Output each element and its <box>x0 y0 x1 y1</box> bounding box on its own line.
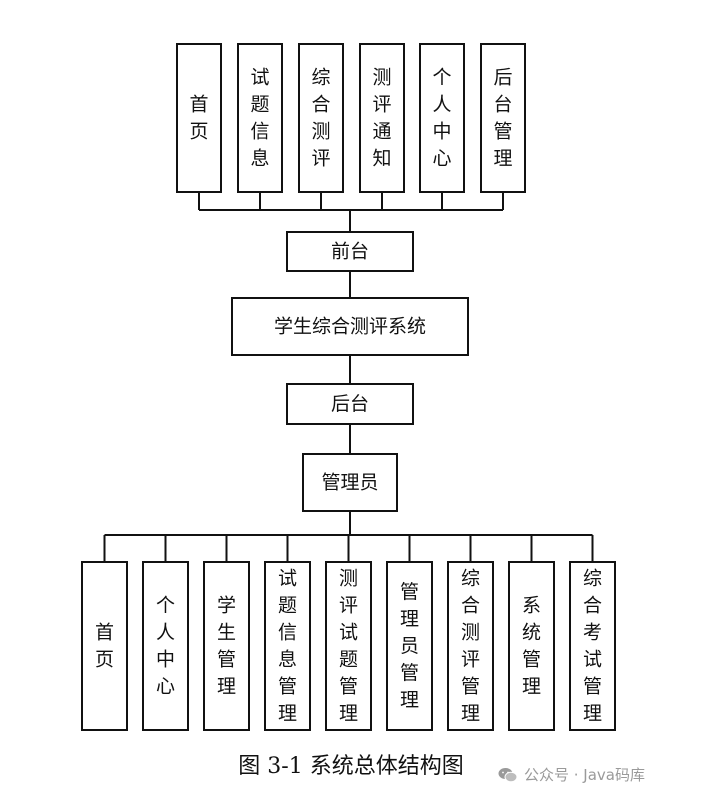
top-module-label: 首页 <box>189 94 208 143</box>
top-module-box: 后台管理 <box>480 43 526 193</box>
top-module-box: 测评通知 <box>359 43 405 193</box>
top-module-box: 综合测评 <box>298 43 344 193</box>
top-module-label: 试题信息 <box>250 67 269 170</box>
bottom-module-box: 管理员管理 <box>386 561 433 731</box>
bottom-module-box: 综合考试管理 <box>569 561 616 731</box>
backend-label: 后台 <box>331 393 369 415</box>
bottom-module-box: 个人中心 <box>142 561 189 731</box>
bottom-module-box: 首页 <box>81 561 128 731</box>
bottom-module-label: 测评试题管理 <box>339 568 358 725</box>
bottom-module-label: 首页 <box>95 622 114 671</box>
top-module-box: 首页 <box>176 43 222 193</box>
frontend-box: 前台 <box>286 231 414 272</box>
watermark-text: 公众号 · Java码库 <box>524 766 645 784</box>
top-module-box: 个人中心 <box>419 43 465 193</box>
bottom-module-label: 管理员管理 <box>400 581 419 711</box>
backend-box: 后台 <box>286 383 414 425</box>
admin-label: 管理员 <box>321 472 378 494</box>
bottom-module-label: 试题信息管理 <box>278 568 297 725</box>
bottom-module-label: 综合考试管理 <box>583 568 602 725</box>
bottom-module-label: 学生管理 <box>217 595 236 698</box>
top-module-label: 综合测评 <box>311 67 330 170</box>
top-module-label: 测评通知 <box>372 67 391 170</box>
system-label: 学生综合测评系统 <box>274 316 426 338</box>
bottom-module-box: 学生管理 <box>203 561 250 731</box>
bottom-module-box: 测评试题管理 <box>325 561 372 731</box>
bottom-module-box: 系统管理 <box>508 561 555 731</box>
bottom-module-box: 综合测评管理 <box>447 561 494 731</box>
watermark: 公众号 · Java码库 <box>498 764 645 785</box>
top-module-label: 后台管理 <box>493 67 512 170</box>
bottom-module-box: 试题信息管理 <box>264 561 311 731</box>
bottom-module-label: 系统管理 <box>522 595 541 698</box>
bottom-module-label: 个人中心 <box>156 595 175 698</box>
admin-box: 管理员 <box>302 453 398 512</box>
top-module-box: 试题信息 <box>237 43 283 193</box>
frontend-label: 前台 <box>331 241 369 263</box>
figure-caption: 图 3-1 系统总体结构图 <box>238 754 464 779</box>
wechat-icon <box>498 767 518 782</box>
top-module-label: 个人中心 <box>432 67 451 170</box>
bottom-module-label: 综合测评管理 <box>461 568 480 725</box>
system-box: 学生综合测评系统 <box>231 297 469 356</box>
